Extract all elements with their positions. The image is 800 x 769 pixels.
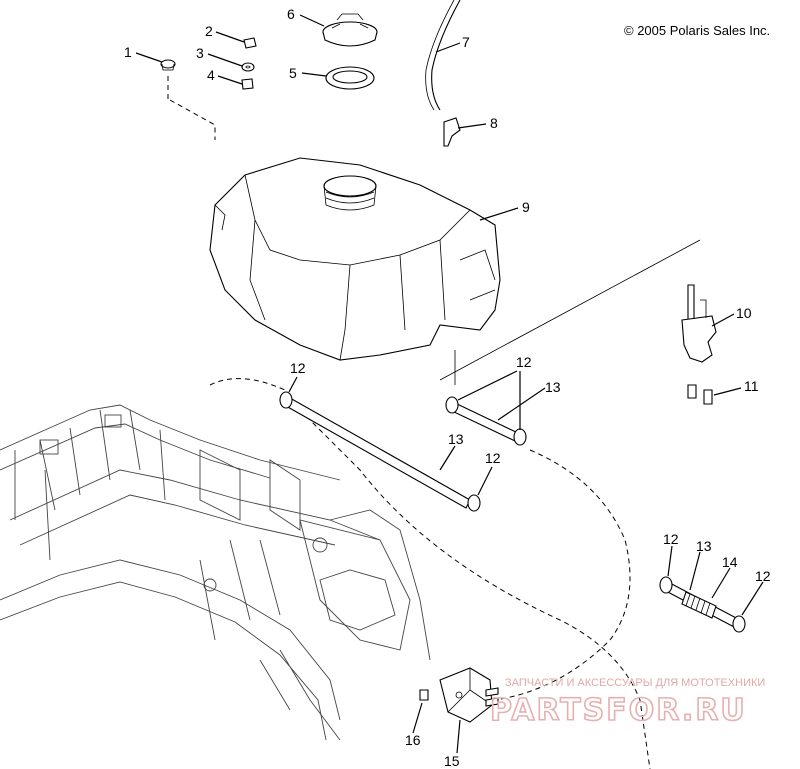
callout-12-filter-left: 12: [663, 531, 679, 547]
fuel-cap: [322, 13, 378, 47]
fuel-filter: [681, 591, 717, 619]
valve-screws: [687, 384, 713, 405]
callout-12-left-hose: 12: [290, 360, 306, 376]
callout-15: 15: [444, 753, 460, 769]
callout-3: 3: [196, 45, 204, 61]
watermark-tagline: ЗАПЧАСТИ И АКСЕССУАРЫ ДЛЯ МОТОТЕХНИКИ: [505, 677, 765, 689]
tank-bumper: [160, 59, 176, 71]
callout-4: 4: [207, 67, 215, 83]
vent-line: [431, 0, 461, 111]
callout-13-upper: 13: [545, 379, 561, 395]
fuel-pump: [439, 667, 499, 723]
leader-lines: [135, 14, 764, 754]
callout-9: 9: [522, 199, 530, 215]
copyright-notice: © 2005 Polaris Sales Inc.: [624, 23, 770, 38]
fuel-hose-b: [445, 396, 527, 446]
callout-11: 11: [744, 378, 759, 394]
callout-13-filter: 13: [696, 538, 712, 554]
callout-14: 14: [722, 554, 738, 570]
callout-5: 5: [289, 65, 297, 81]
callout-1: 1: [124, 44, 132, 60]
callout-12-upper-hose: 12: [516, 354, 532, 370]
callout-12-hose-end: 12: [485, 450, 501, 466]
callout-6: 6: [287, 6, 295, 22]
fuel-tank: [209, 157, 501, 361]
callout-2: 2: [205, 23, 213, 39]
callout-12-filter-right: 12: [755, 568, 771, 584]
callout-16: 16: [405, 732, 421, 748]
callout-8: 8: [490, 115, 498, 131]
watermark-brand: PARTSFOR.RU: [490, 693, 747, 728]
callout-7: 7: [462, 34, 470, 50]
callout-13-middle: 13: [448, 431, 464, 447]
pump-screw: [419, 689, 429, 701]
fuel-hose-routing: [209, 378, 651, 769]
vehicle-frame: [0, 404, 431, 741]
cap-gasket: [325, 66, 375, 90]
fuel-valve: [681, 284, 717, 363]
vent-valve: [443, 117, 461, 147]
callout-10: 10: [736, 305, 752, 321]
fuel-hose-routing-right: [494, 449, 631, 701]
spacer: [241, 78, 254, 90]
screw: [243, 37, 257, 49]
washer: [241, 62, 255, 72]
hose-clamp: [279, 391, 481, 512]
